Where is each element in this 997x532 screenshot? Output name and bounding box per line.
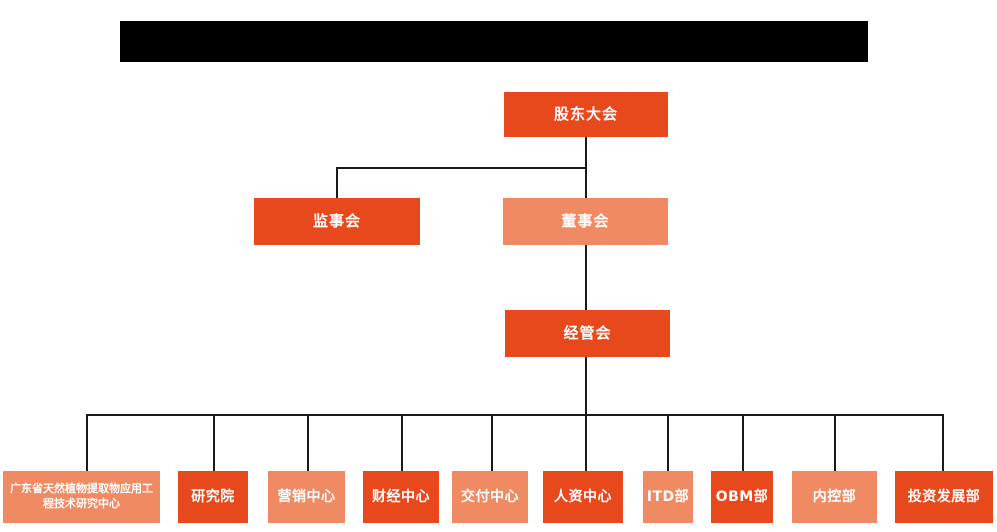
redacted-title-bar <box>120 21 868 62</box>
org-node-label: 研究院 <box>191 488 235 505</box>
org-node-label: 股东大会 <box>553 105 618 124</box>
connector-drop-research-institute <box>213 414 215 471</box>
connector-bottom-bus-horizontal <box>86 414 944 416</box>
org-node-hr-center: 人资中心 <box>543 471 623 523</box>
org-node-research-institute: 研究院 <box>178 471 248 523</box>
connector-drop-research-center <box>86 414 88 471</box>
connector-drop-obm-department <box>742 414 744 471</box>
connector-drop-finance-center <box>401 414 403 471</box>
org-node-supervisory-board: 监事会 <box>254 198 420 245</box>
org-node-finance-center: 财经中心 <box>363 471 439 523</box>
org-node-label: 内控部 <box>812 488 857 505</box>
connector-top-branch-horizontal <box>336 167 587 169</box>
org-node-label: 经管会 <box>563 324 612 343</box>
org-node-board-of-directors: 董事会 <box>503 198 668 245</box>
org-node-label: 董事会 <box>561 212 610 231</box>
org-node-shareholders-meeting: 股东大会 <box>504 92 668 137</box>
org-node-label: 交付中心 <box>461 488 519 505</box>
org-node-marketing-center: 营销中心 <box>268 471 345 523</box>
connector-directors-to-management <box>585 245 587 311</box>
org-node-delivery-center: 交付中心 <box>452 471 528 523</box>
org-node-label: 投资发展部 <box>907 488 981 505</box>
connector-drop-delivery-center <box>491 414 493 471</box>
connector-supervisory-drop <box>336 167 338 200</box>
org-node-label: 营销中心 <box>277 488 336 505</box>
org-node-investment-dev-dept: 投资发展部 <box>895 471 993 523</box>
org-node-obm-department: OBM部 <box>711 471 773 523</box>
org-node-management-committee: 经管会 <box>505 310 670 357</box>
org-node-itd-department: ITD部 <box>643 471 693 523</box>
org-node-label: ITD部 <box>646 488 690 505</box>
connector-drop-investment-dev <box>942 414 944 471</box>
org-node-research-center: 广东省天然植物提取物应用工程技术研究中心 <box>3 471 160 523</box>
org-node-label: 人资中心 <box>554 488 612 505</box>
connector-drop-marketing-center <box>307 414 309 471</box>
org-node-label: 监事会 <box>312 212 361 231</box>
connector-drop-itd-department <box>667 414 669 471</box>
org-node-internal-control-dept: 内控部 <box>792 471 877 523</box>
org-node-label: OBM部 <box>715 488 769 505</box>
org-node-label: 广东省天然植物提取物应用工程技术研究中心 <box>10 482 153 510</box>
connector-drop-internal-control <box>834 414 836 471</box>
org-node-label: 财经中心 <box>372 488 430 505</box>
